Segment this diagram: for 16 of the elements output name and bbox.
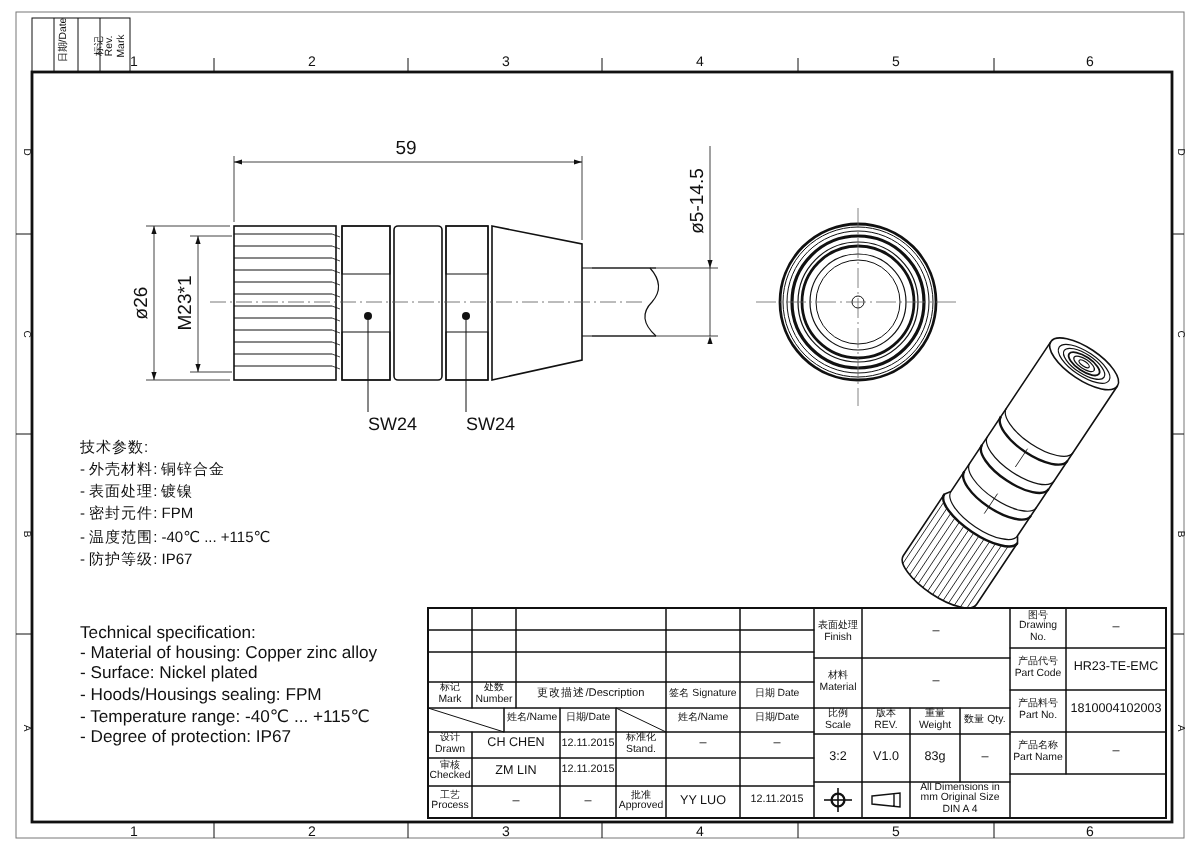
dimension-text: 59 bbox=[395, 139, 417, 159]
spec-line: - Degree of protection: IP67 bbox=[80, 728, 292, 747]
wrench-size-label: SW24 bbox=[466, 412, 514, 436]
leader-dot bbox=[364, 312, 372, 320]
spec-line: - Hoods/Housings sealing: FPM bbox=[80, 686, 322, 705]
leader-line bbox=[367, 319, 369, 413]
spec-heading: Technical specification: bbox=[80, 624, 256, 643]
leader-dot bbox=[462, 312, 470, 320]
dimension-text: ø26 bbox=[132, 286, 152, 320]
spec-line: - Material of housing: Copper zinc alloy bbox=[80, 644, 378, 663]
dimension-text: M23*1 bbox=[176, 275, 196, 331]
spec-line: - Temperature range: -40℃ ... +115℃ bbox=[80, 708, 370, 727]
spec-line: - Surface: Nickel plated bbox=[80, 664, 258, 683]
wrench-size-label: SW24 bbox=[368, 412, 416, 436]
leader-line bbox=[465, 319, 467, 413]
dimension-text: ø5-14.5 bbox=[688, 168, 708, 234]
